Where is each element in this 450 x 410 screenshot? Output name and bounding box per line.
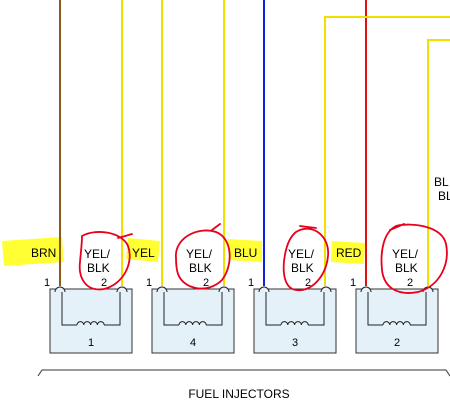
injector-number: 4 <box>190 337 196 349</box>
injector-block <box>49 286 133 354</box>
yel-blk-label-line2: BLK <box>291 261 314 275</box>
edge-wire-label: BL <box>438 189 450 203</box>
yel-blk-label-line1: YEL/ <box>84 247 111 261</box>
highlight-yel <box>126 238 160 262</box>
label-highlights <box>2 237 365 266</box>
injector-number: 2 <box>394 337 400 349</box>
annotation-circle <box>282 225 329 291</box>
wire-label-blu: BLU <box>234 246 257 260</box>
annotation-circles <box>78 223 448 294</box>
pin-number: 1 <box>248 277 254 289</box>
pin-number: 2 <box>101 277 107 289</box>
injector-block <box>355 286 439 354</box>
pin-number: 2 <box>407 277 413 289</box>
pin-number: 2 <box>203 277 209 289</box>
pin-number: 1 <box>146 277 152 289</box>
diagram-title: FUEL INJECTORS <box>188 387 289 401</box>
annotation-circle <box>78 231 133 291</box>
yel-blk-wires <box>121 0 450 286</box>
group-bracket <box>37 369 450 377</box>
annotation-circle <box>175 223 231 290</box>
highlight-blu <box>228 239 262 262</box>
pin-number: 2 <box>305 277 311 289</box>
wire-label-brn: BRN <box>31 246 56 260</box>
yel-blk-label-line2: BLK <box>189 261 212 275</box>
wire-label-yel: YEL <box>132 246 155 260</box>
wire-yel-blk-2 <box>427 39 450 286</box>
edge-wire-label: BL <box>434 175 449 189</box>
yel-blk-label-line1: YEL/ <box>392 247 419 261</box>
pin-number: 1 <box>44 277 50 289</box>
annotation-circle <box>380 223 448 294</box>
wire-yel-blk-3 <box>324 16 450 286</box>
injector-block <box>151 286 235 354</box>
pin-number: 1 <box>350 277 356 289</box>
highlight-brn <box>2 237 64 266</box>
injector-number: 1 <box>88 337 94 349</box>
highlight-red <box>331 241 365 264</box>
wire-label-red: RED <box>336 246 362 260</box>
yel-blk-label-line2: BLK <box>395 261 418 275</box>
yel-blk-label-line1: YEL/ <box>186 247 213 261</box>
yel-blk-label-line1: YEL/ <box>288 247 315 261</box>
injector-number: 3 <box>292 337 298 349</box>
yel-blk-label-line2: BLK <box>87 261 110 275</box>
injector-block <box>253 286 337 354</box>
